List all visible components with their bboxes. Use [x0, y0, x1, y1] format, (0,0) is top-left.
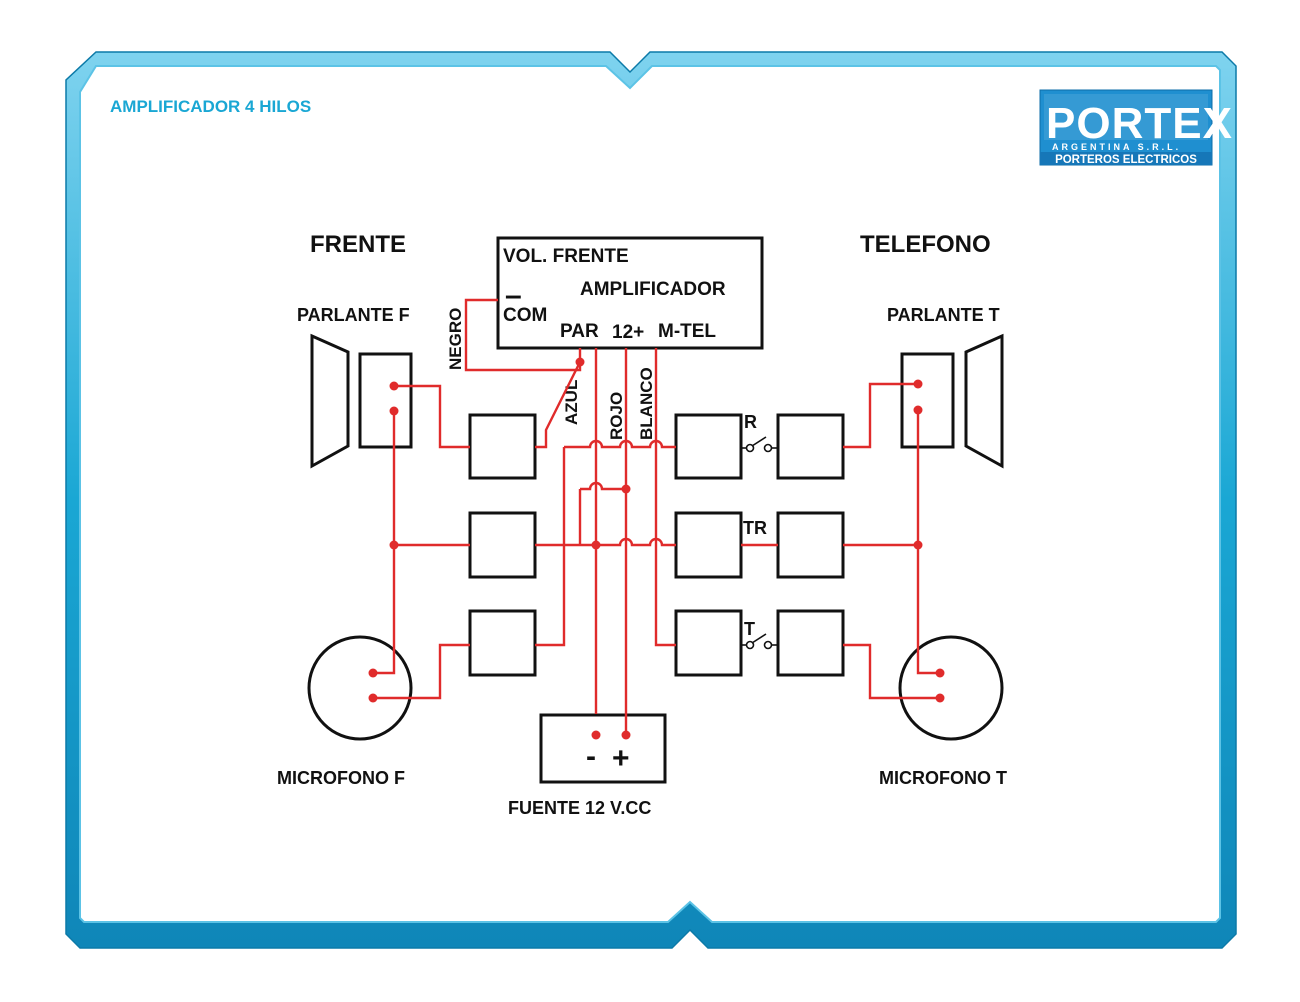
logo-subline: ARGENTINA S.R.L. — [1052, 142, 1181, 152]
microphone-phone — [898, 635, 1004, 741]
switch-label-t: T — [744, 619, 755, 639]
microphone-front — [307, 635, 413, 741]
amplifier-box: VOL. FRENTE – AMPLIFICADOR COM PAR 12+ M… — [496, 236, 764, 350]
speaker-phone-label: PARLANTE T — [887, 305, 1000, 325]
amplifier-vol-label: VOL. FRENTE — [503, 246, 629, 267]
amplifier-minus-mark: – — [505, 279, 522, 312]
switch-label-r: R — [744, 412, 757, 432]
amplifier-12v-label: 12+ — [612, 322, 644, 343]
portex-logo: PORTEX ARGENTINA S.R.L. PORTEROS ELECTRI… — [1039, 89, 1233, 166]
speaker-front — [310, 333, 413, 469]
switch-r — [741, 436, 778, 453]
switch-t — [741, 633, 778, 650]
page-title: AMPLIFICADOR 4 HILOS — [110, 97, 311, 116]
microphone-phone-label: MICROFONO T — [879, 768, 1007, 788]
page-frame — [65, 51, 1237, 949]
heading-frente: FRENTE — [310, 231, 406, 258]
logo-name: PORTEX — [1046, 99, 1233, 148]
power-supply-label: FUENTE 12 V.CC — [508, 798, 651, 818]
speaker-front-label: PARLANTE F — [297, 305, 410, 325]
wire-label-blanco: BLANCO — [637, 367, 656, 440]
amplifier-com-label: COM — [503, 305, 547, 326]
terminal-block — [776, 609, 845, 677]
power-supply: - + — [539, 713, 667, 784]
heading-telefono: TELEFONO — [860, 231, 991, 258]
wire-label-azul: AZUL — [562, 380, 581, 425]
wire-label-rojo: ROJO — [607, 392, 626, 440]
amplifier-par-label: PAR — [560, 321, 599, 342]
connection-dots — [368, 357, 945, 740]
terminal-block — [674, 609, 743, 677]
power-minus-sign: - — [586, 740, 596, 773]
amplifier-name-label: AMPLIFICADOR — [580, 279, 726, 300]
power-plus-sign: + — [612, 742, 630, 775]
amplifier-mtel-label: M-TEL — [658, 321, 716, 342]
wire-label-negro: NEGRO — [446, 308, 465, 370]
terminal-block — [468, 609, 537, 677]
speaker-phone — [900, 333, 1004, 469]
microphone-front-label: MICROFONO F — [277, 768, 405, 788]
switch-label-tr: TR — [743, 518, 767, 538]
logo-band: PORTEROS ELECTRICOS — [1055, 154, 1197, 166]
